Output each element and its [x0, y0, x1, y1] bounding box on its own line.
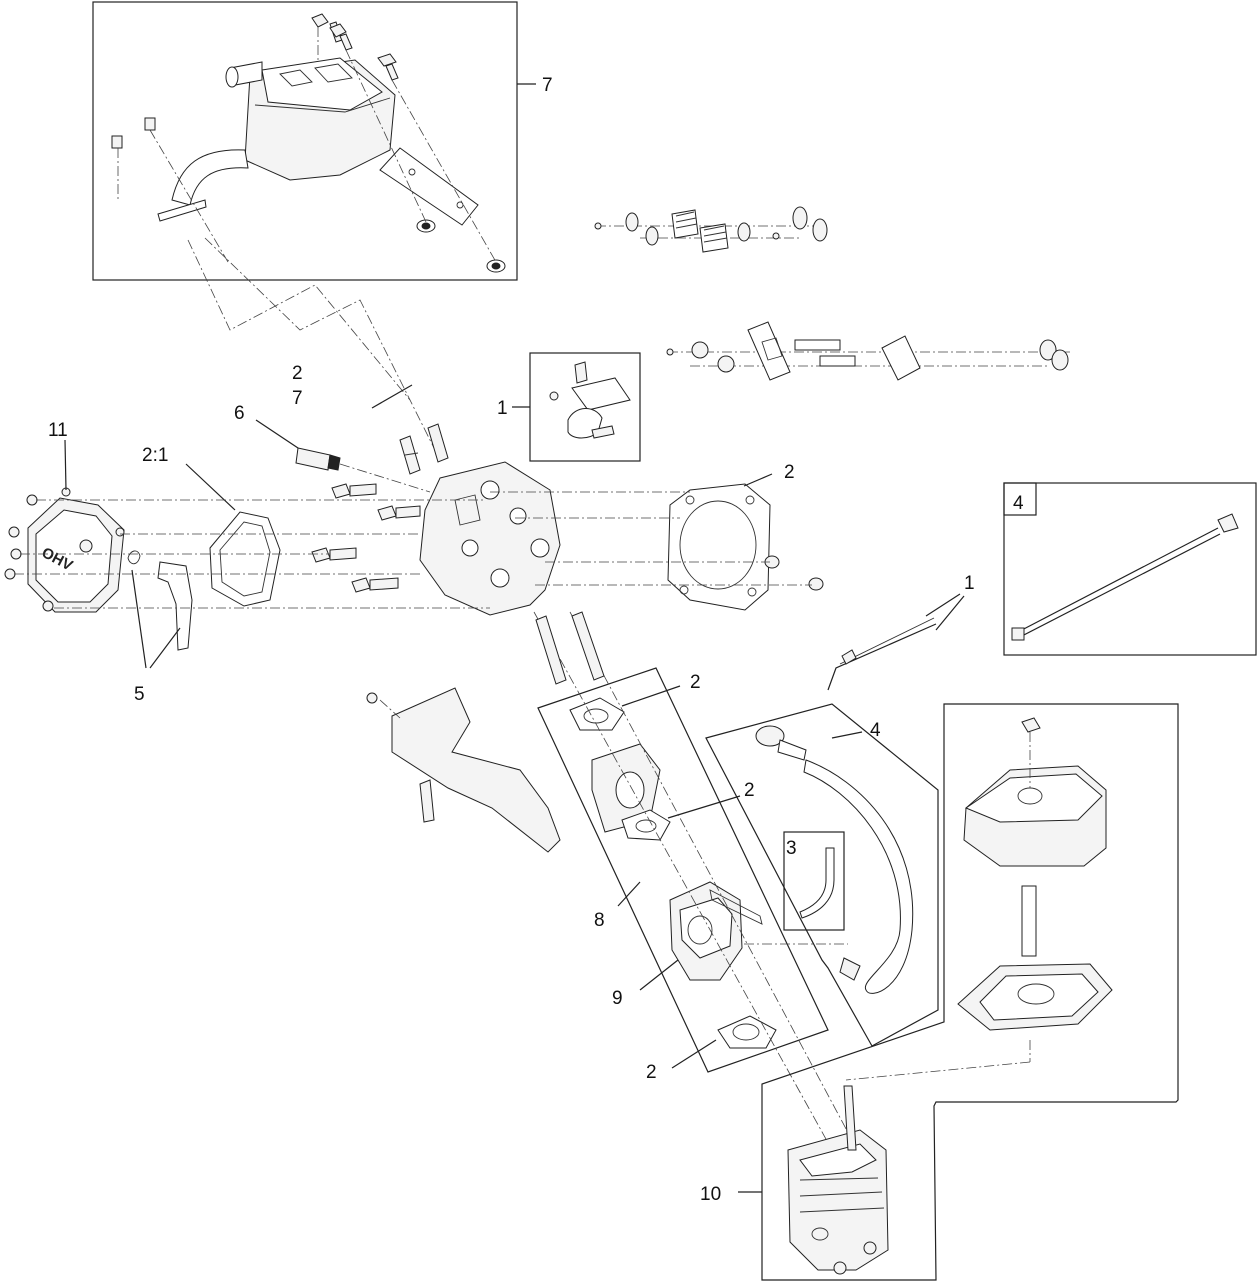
cover-gasket — [185, 463, 281, 607]
valve-cover: OHV — [27, 439, 125, 613]
air-guide-plate — [366, 687, 561, 853]
callout-8: 8 — [594, 910, 605, 931]
head-gasket — [667, 473, 824, 611]
head-bolts — [311, 483, 421, 593]
air-filter-box — [738, 703, 1179, 1281]
wire-tie-box — [1003, 482, 1257, 656]
callout-2-bottom: 2 — [646, 1062, 657, 1083]
cylinder-head — [419, 461, 561, 616]
callout-7-stud: 7 — [292, 388, 303, 409]
callout-1-bracket: 1 — [497, 398, 508, 419]
carburetor-box — [537, 667, 829, 1073]
valve-train-lower — [666, 321, 1070, 381]
callout-10: 10 — [700, 1184, 721, 1205]
spark-plug — [295, 447, 431, 493]
callout-4-box: 4 — [1013, 493, 1024, 514]
fuel-tube-box — [783, 831, 845, 931]
callout-1-rod: 1 — [964, 573, 975, 594]
callout-2-stud: 2 — [292, 363, 303, 384]
carb-assembly-lines — [533, 611, 853, 1151]
head-studs — [371, 384, 449, 475]
callout-11: 11 — [48, 420, 68, 441]
fuel-line-box — [705, 703, 939, 1047]
callout-9: 9 — [612, 988, 623, 1009]
valve-train-upper — [594, 206, 828, 253]
breather-tube — [127, 550, 193, 669]
callout-3: 3 — [786, 838, 797, 859]
cover-assembly-lines — [14, 491, 812, 609]
callout-2-lower: 2 — [744, 780, 755, 801]
muffler-assembly-box — [92, 1, 536, 281]
callout-4-line: 4 — [870, 720, 881, 741]
callout-2-gasket: 2 — [784, 462, 795, 483]
bracket-detail-box — [512, 352, 641, 462]
throttle-rods — [827, 593, 965, 691]
muffler-assembly-lines — [187, 237, 441, 461]
callout-7-top: 7 — [542, 75, 553, 96]
callout-2-insulator: 2 — [690, 672, 701, 693]
callout-2-1: 2:1 — [142, 445, 168, 466]
cover-screws — [4, 494, 54, 612]
callout-5: 5 — [134, 684, 145, 705]
callout-6: 6 — [234, 403, 245, 424]
callout-labels: 7 2 7 1 6 11 2:1 2 4 1 5 2 4 2 3 8 9 2 1… — [48, 75, 1024, 1205]
